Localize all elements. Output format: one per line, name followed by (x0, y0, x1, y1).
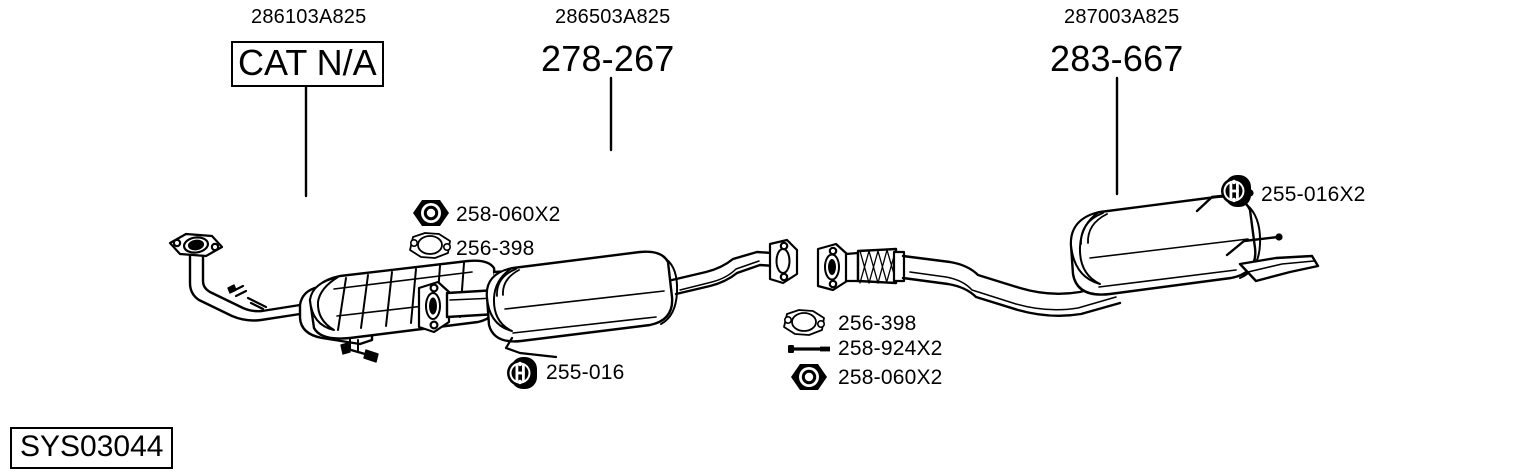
part-number-cat: 286103A825 (251, 6, 367, 28)
centre-silencer-assembly (417, 238, 799, 359)
part-title-cat: CAT N/A (231, 41, 384, 87)
gasket-icon (778, 308, 830, 338)
hanger-icon (1219, 173, 1253, 209)
part-number-rear: 287003A825 (1064, 6, 1180, 28)
part-number-centre: 286503A825 (555, 6, 671, 28)
callout-label-nut-rear: 258-060X2 (838, 366, 943, 389)
callout-label-hanger-rear: 255-016X2 (1261, 183, 1366, 206)
part-title-centre: 278-267 (541, 38, 675, 79)
callout-label-gasket-centre: 256-398 (456, 237, 535, 260)
callout-label-bolt-rear: 258-924X2 (838, 337, 943, 360)
bolt-icon (786, 341, 838, 357)
system-code-badge: SYS03044 (10, 427, 174, 469)
nut-icon (411, 197, 451, 229)
callout-label-nut-centre: 258-060X2 (456, 203, 561, 226)
part-title-rear: 283-667 (1050, 38, 1184, 79)
hanger-icon (505, 355, 539, 391)
callout-label-hanger-centre: 255-016 (546, 361, 625, 384)
gasket-icon (404, 231, 456, 261)
rear-silencer-assembly (816, 189, 1320, 317)
nut-icon (789, 361, 829, 393)
callout-label-gasket-rear: 256-398 (838, 312, 917, 335)
